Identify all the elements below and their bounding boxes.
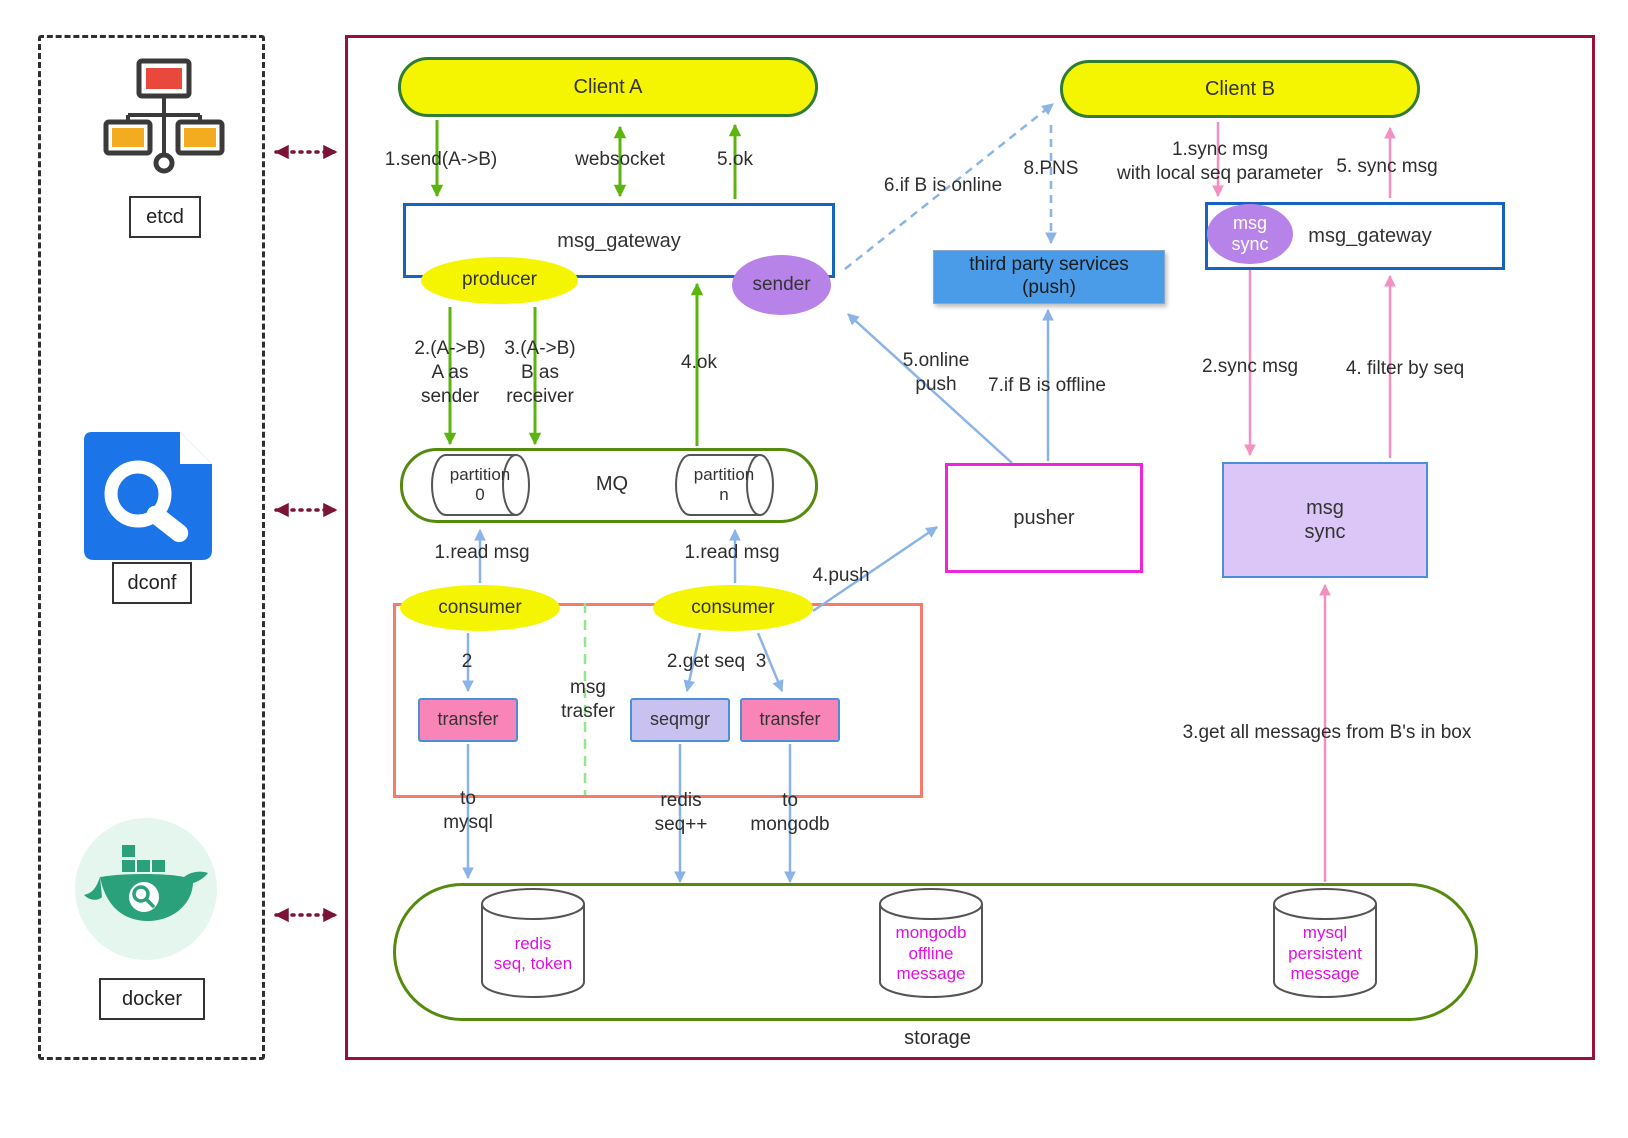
label-to-mysql: to mysql (443, 788, 493, 833)
label-push-4: 4.push (812, 565, 870, 586)
mongodb-cylinder: mongodb offline message (878, 887, 984, 999)
client-b-node: Client B (1060, 60, 1420, 118)
label-sync-msg-2: 2.sync msg (1201, 356, 1299, 377)
mysql-cylinder: mysql persistent message (1272, 887, 1378, 999)
cylinder-shape (1273, 888, 1377, 998)
consumer-left-node: consumer (400, 585, 560, 631)
cylinder-shape (481, 888, 585, 998)
cylinder-shape (675, 454, 774, 516)
storage-label: storage (904, 1027, 971, 1049)
third-party-services-node: third party services (push) (933, 250, 1165, 304)
label-pns: 8.PNS (1023, 158, 1079, 179)
sender-node: sender (732, 255, 831, 315)
label-if-b-offline: 7.if B is offline (988, 375, 1106, 396)
label-ok-5: 5.ok (717, 149, 753, 170)
etcd-label: etcd (129, 196, 201, 238)
client-a-node: Client A (398, 57, 818, 117)
label-step-2: 2 (461, 651, 473, 672)
msg-sync-ellipse-node: msg sync (1207, 204, 1293, 264)
transfer-left-node: transfer (418, 698, 518, 742)
mq-label: MQ (595, 473, 629, 495)
pusher-node: pusher (945, 463, 1143, 573)
msg-transfer-group-label: msg trasfer (561, 677, 615, 722)
msg-sync-box-node: msg sync (1222, 462, 1428, 578)
label-get-all-messages: 3.get all messages from B's in box (1182, 722, 1472, 743)
label-read-msg-left: 1.read msg (434, 542, 530, 563)
label-b-as-receiver: 3.(A->B) B as receiver (504, 338, 576, 407)
label-step-3: 3 (755, 651, 767, 672)
cylinder-shape (431, 454, 530, 516)
label-websocket: websocket (575, 149, 665, 170)
redis-cylinder: redis seq, token (480, 887, 586, 999)
label-send: 1.send(A->B) (384, 149, 498, 170)
transfer-right-node: transfer (740, 698, 840, 742)
dconf-wrench-icon (84, 432, 212, 560)
redis-label: redis seq, token (493, 933, 573, 973)
docker-label: docker (99, 978, 205, 1020)
label-sync-msg-5: 5. sync msg (1336, 156, 1438, 177)
label-read-msg-right: 1.read msg (684, 542, 780, 563)
producer-node: producer (421, 257, 578, 304)
label-sync-msg-1: 1.sync msg with local seq parameter (1117, 139, 1323, 184)
docker-whale-icon (75, 818, 217, 960)
partition-n-label: partition n (693, 465, 755, 504)
label-if-b-online: 6.if B is online (883, 175, 1003, 196)
consumer-right-node: consumer (653, 585, 813, 631)
label-a-as-sender: 2.(A->B) A as sender (414, 338, 486, 407)
label-redis-seq: redis seq++ (654, 790, 708, 835)
label-online-push: 5.online push (902, 350, 970, 395)
etcd-cluster-icon (103, 58, 225, 174)
partition-n-cylinder: partition n (672, 452, 776, 518)
label-to-mongodb: to mongodb (750, 790, 830, 835)
mongodb-label: mongodb offline message (895, 923, 967, 984)
label-filter-by-seq: 4. filter by seq (1345, 358, 1465, 379)
label-ok-4: 4.ok (681, 352, 717, 373)
label-get-seq: 2.get seq (666, 651, 746, 672)
cylinder-shape (879, 888, 983, 998)
partition-0-label: partition 0 (449, 465, 511, 504)
partition-0-cylinder: partition 0 (428, 452, 532, 518)
mysql-label: mysql persistent message (1288, 923, 1362, 984)
seqmgr-node: seqmgr (630, 698, 730, 742)
dconf-label: dconf (112, 562, 192, 604)
